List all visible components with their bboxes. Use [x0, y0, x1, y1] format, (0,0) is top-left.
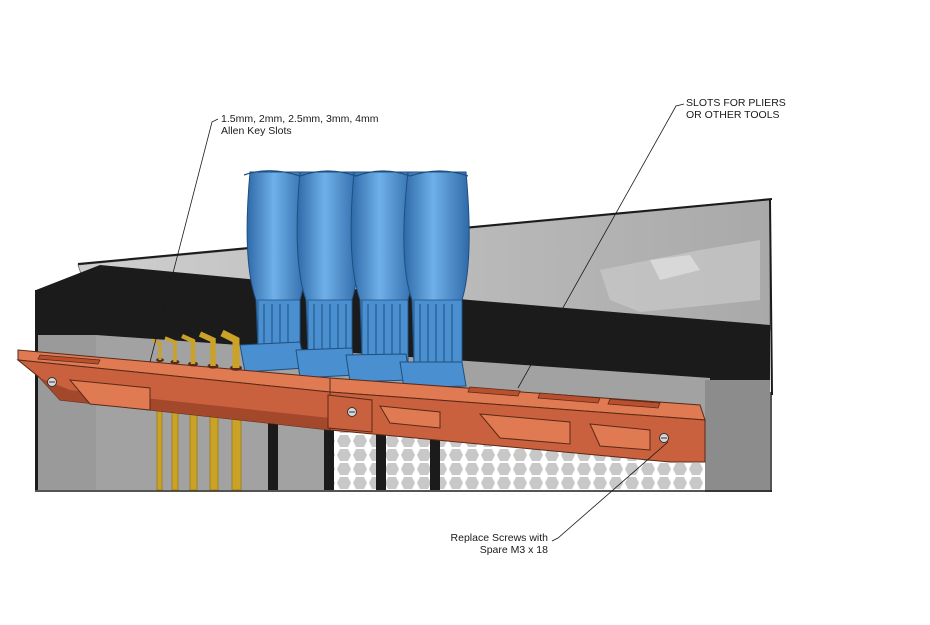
allen-keys-label: Allen Key Slots — [221, 125, 292, 137]
screwdriver-3 — [350, 171, 416, 363]
enclosure-left-edge — [35, 290, 38, 490]
screwdriver-collar-3 — [345, 353, 411, 383]
frame-post-3 — [376, 410, 386, 490]
screwdriver-handles — [239, 170, 470, 389]
pliers-label-line2: OR OTHER TOOLS — [686, 109, 780, 121]
holder-bevel — [40, 378, 330, 430]
lid-reflection — [600, 240, 760, 312]
holder-cutout-center-left — [379, 405, 441, 429]
screwdriver-collar-4 — [399, 361, 467, 389]
lid-reflection-2 — [650, 255, 700, 280]
annotation-allen-keys: 1.5mm, 2mm, 2.5mm, 3mm, 4mm Allen Key Sl… — [221, 113, 379, 137]
pliers-slots — [37, 354, 661, 409]
enclosure-right-wall — [705, 380, 770, 492]
leader-pliers — [517, 103, 685, 389]
screwdriver-2 — [296, 171, 360, 358]
allen-keys-sizes: 1.5mm, 2mm, 2.5mm, 3mm, 4mm — [221, 113, 379, 125]
frame-post-2 — [324, 405, 334, 490]
screwdriver-top — [243, 170, 469, 177]
screwdriver-1 — [246, 171, 308, 353]
leader-allen-keys — [149, 118, 219, 363]
lid-right-edge — [769, 199, 773, 396]
screw-icon — [47, 377, 57, 387]
tool-holder-bar — [16, 349, 706, 463]
annotation-screws: Replace Screws with Spare M3 x 18 — [451, 532, 549, 556]
allen-key-heads — [151, 329, 240, 368]
screw-icon — [347, 407, 357, 417]
screws-label-line1: Replace Screws with — [451, 532, 549, 544]
annotation-pliers: SLOTS FOR PLIERS OR OTHER TOOLS — [686, 97, 786, 121]
frame-post-1 — [268, 395, 278, 490]
holder-cutout-center-right — [478, 413, 571, 445]
screws-label-line2: Spare M3 x 18 — [480, 544, 548, 556]
leader-lines — [149, 103, 685, 542]
leader-screws — [551, 441, 669, 542]
pliers-label-line1: SLOTS FOR PLIERS — [686, 97, 786, 109]
screwdriver-collar-1 — [239, 341, 306, 373]
frame-post-4 — [430, 412, 440, 490]
screwdriver-4 — [403, 171, 470, 373]
holder-cutout-right — [589, 423, 651, 451]
screw-icon — [659, 433, 669, 443]
holder-cutout-left — [68, 379, 151, 411]
